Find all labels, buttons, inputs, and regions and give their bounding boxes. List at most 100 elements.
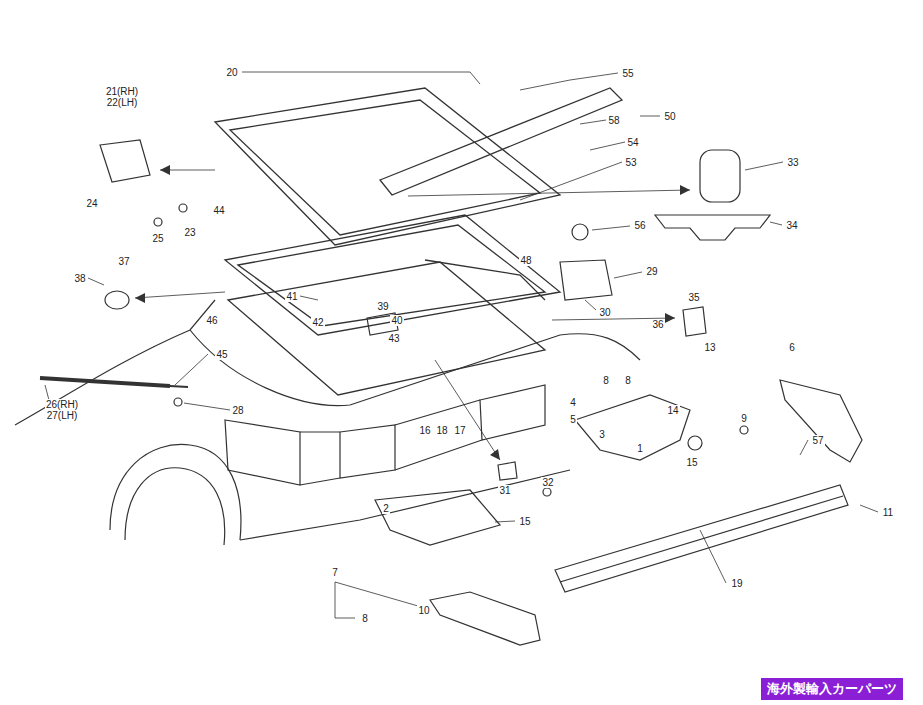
spoiler	[380, 88, 622, 195]
callout-number: 14	[666, 405, 679, 416]
arrowhead	[135, 293, 145, 303]
taillight	[340, 425, 395, 478]
rear-panel	[300, 400, 482, 485]
callout-number: 4	[569, 397, 577, 408]
callout-number: 7	[331, 567, 339, 578]
callout-number: 6	[788, 342, 796, 353]
leader-line	[590, 142, 625, 150]
callout-number: 37	[117, 256, 130, 267]
bolt	[174, 398, 182, 406]
leader-line	[300, 296, 318, 300]
callout-number: 42	[311, 317, 324, 328]
callout-number: 36	[651, 319, 664, 330]
body-line	[240, 470, 570, 540]
leader-line	[242, 72, 480, 84]
callout-number: 44	[212, 205, 225, 216]
callout-number: 38	[73, 273, 86, 284]
callout-number: 23	[183, 227, 196, 238]
callout-number: 57	[811, 435, 824, 446]
callout-number: 34	[785, 220, 798, 231]
callout-number: 43	[387, 333, 400, 344]
hatch-part	[425, 260, 545, 300]
leader-line	[614, 272, 642, 278]
callout-number: 18	[435, 425, 448, 436]
callout-number: 8	[361, 613, 369, 624]
callout-number: 15	[685, 457, 698, 468]
callout-number: 19	[730, 578, 743, 589]
bolt	[154, 218, 162, 226]
grommet	[572, 224, 588, 240]
bumper-bracket	[375, 490, 500, 545]
bracket	[498, 462, 517, 480]
leader-line	[175, 354, 230, 410]
arrowheads	[135, 165, 690, 460]
bumper-bracket	[575, 395, 690, 460]
callout-number: 8	[624, 375, 632, 386]
taillight	[225, 420, 300, 485]
callout-number: 15	[518, 516, 531, 527]
seal	[228, 262, 545, 395]
leader-line	[640, 116, 660, 117]
overrider	[430, 592, 540, 645]
callout-number: 31	[498, 485, 511, 496]
wheel	[125, 468, 225, 545]
taillight	[480, 385, 545, 440]
bracket-line	[335, 582, 355, 618]
body-line	[15, 300, 215, 425]
leader-line	[800, 440, 808, 455]
nut	[740, 426, 748, 434]
arrowhead	[665, 313, 675, 323]
callout-number: 17	[453, 425, 466, 436]
callout-number: 32	[541, 477, 554, 488]
bumper-stop	[105, 291, 129, 309]
bumper	[560, 496, 843, 582]
callout-number: 29	[645, 266, 658, 277]
arrowhead	[490, 449, 500, 460]
hatch	[215, 88, 622, 395]
leader-line	[580, 120, 606, 124]
callout-number: 13	[703, 342, 716, 353]
spacer	[688, 436, 702, 450]
overrider	[780, 380, 862, 462]
gas-strut	[40, 378, 170, 386]
callout-number: 21(RH)	[105, 86, 139, 97]
callout-number: 30	[598, 307, 611, 318]
leader-lines	[45, 72, 878, 618]
arrowhead	[160, 165, 170, 175]
watermark-box: 海外製輸入カーパーツ	[761, 678, 903, 700]
latch	[560, 260, 612, 300]
leader-line	[592, 226, 630, 230]
callout-number: 58	[607, 115, 620, 126]
callout-number: 9	[740, 413, 748, 424]
callout-number: 39	[376, 301, 389, 312]
bolt	[543, 488, 551, 496]
callout-number: 25	[151, 233, 164, 244]
callout-number: 48	[519, 255, 532, 266]
callout-number: 10	[417, 605, 430, 616]
leader-line	[520, 73, 618, 90]
arrow-line	[135, 292, 225, 298]
wheel-arch	[110, 444, 241, 540]
callout-number: 16	[418, 425, 431, 436]
leader-line	[88, 278, 104, 285]
callout-number: 3	[598, 429, 606, 440]
callout-number: 5	[569, 414, 577, 425]
leader-line	[860, 505, 878, 512]
arrow-line	[408, 190, 690, 196]
callout-number: 20	[225, 67, 238, 78]
callout-number: 24	[85, 198, 98, 209]
hatch-frame	[230, 100, 540, 235]
parts	[40, 140, 862, 645]
arrow-line	[435, 360, 500, 460]
callout-number: 40	[390, 315, 403, 326]
callout-number: 22(LH)	[106, 97, 139, 108]
callout-number: 33	[786, 157, 799, 168]
callout-number: 50	[663, 111, 676, 122]
bolt	[179, 204, 187, 212]
hinge	[100, 140, 150, 182]
bumper	[555, 485, 848, 592]
striker	[683, 307, 706, 336]
callout-number: 35	[687, 292, 700, 303]
callout-number: 41	[285, 291, 298, 302]
car-body	[15, 300, 640, 545]
